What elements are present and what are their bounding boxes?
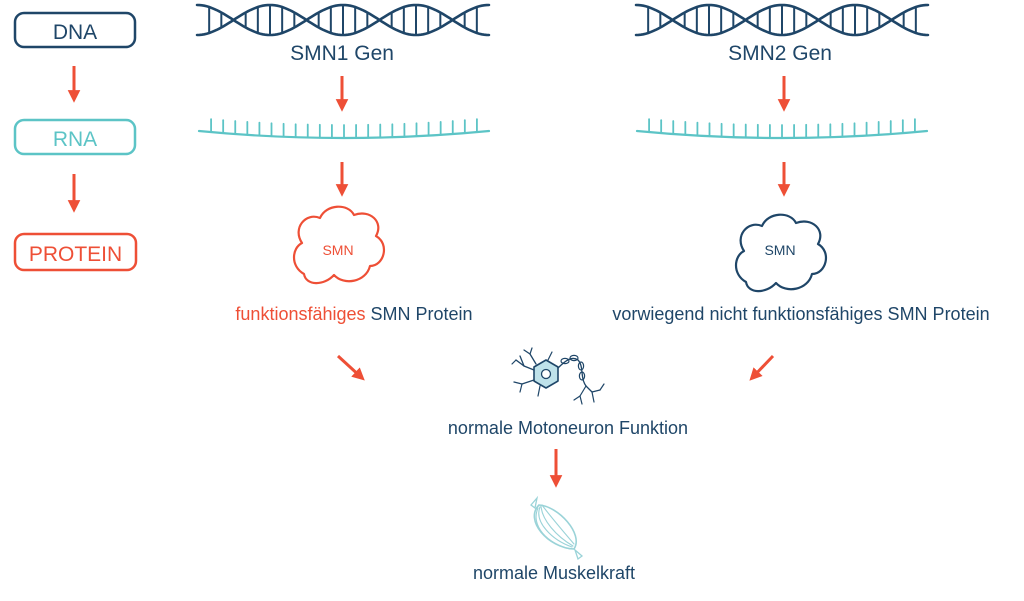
legend: DNA RNA PROTEIN	[13, 11, 138, 272]
legend-protein-box	[13, 232, 138, 272]
right-arrow-to-neuron	[749, 354, 775, 381]
smn2-protein-description: vorwiegend nicht funktionsfähiges SMN Pr…	[612, 304, 989, 324]
legend-dna-box	[13, 11, 137, 49]
dna-helix-icon	[634, 3, 930, 37]
motor-neuron-icon	[511, 347, 605, 405]
smn1-gene-label: SMN1 Gen	[290, 42, 394, 65]
rna-strand-icon	[635, 118, 929, 140]
left-path: SMN1 Gen SMN funktionsfähiges SMN Protei…	[195, 3, 491, 381]
protein-cloud-icon	[734, 213, 828, 293]
outcome: normale Motoneuron Funktion normale Musk…	[448, 347, 688, 583]
right-path: SMN2 Gen SMN vorwiegend nicht funktionsf…	[612, 3, 990, 381]
rna-strand-icon	[197, 118, 491, 140]
smn1-protein-highlight: funktionsfähiges	[235, 304, 365, 324]
muscle-icon	[530, 495, 584, 561]
legend-protein-label: PROTEIN	[29, 243, 122, 266]
protein-cloud-icon	[292, 205, 386, 285]
smn2-protein-badge: SMN	[764, 242, 795, 258]
dna-helix-icon	[195, 3, 491, 37]
legend-dna-label: DNA	[53, 21, 97, 44]
smn2-gene-label: SMN2 Gen	[728, 42, 832, 65]
smn1-protein-description: funktionsfähiges SMN Protein	[235, 304, 472, 324]
muscle-strength-label: normale Muskelkraft	[473, 563, 635, 583]
smn1-protein-rest: SMN Protein	[366, 304, 473, 324]
smn1-protein-badge: SMN	[322, 242, 353, 258]
left-arrow-to-neuron	[336, 354, 365, 381]
legend-rna-box	[13, 118, 137, 156]
legend-rna-label: RNA	[53, 128, 97, 151]
neuron-function-label: normale Motoneuron Funktion	[448, 418, 688, 438]
